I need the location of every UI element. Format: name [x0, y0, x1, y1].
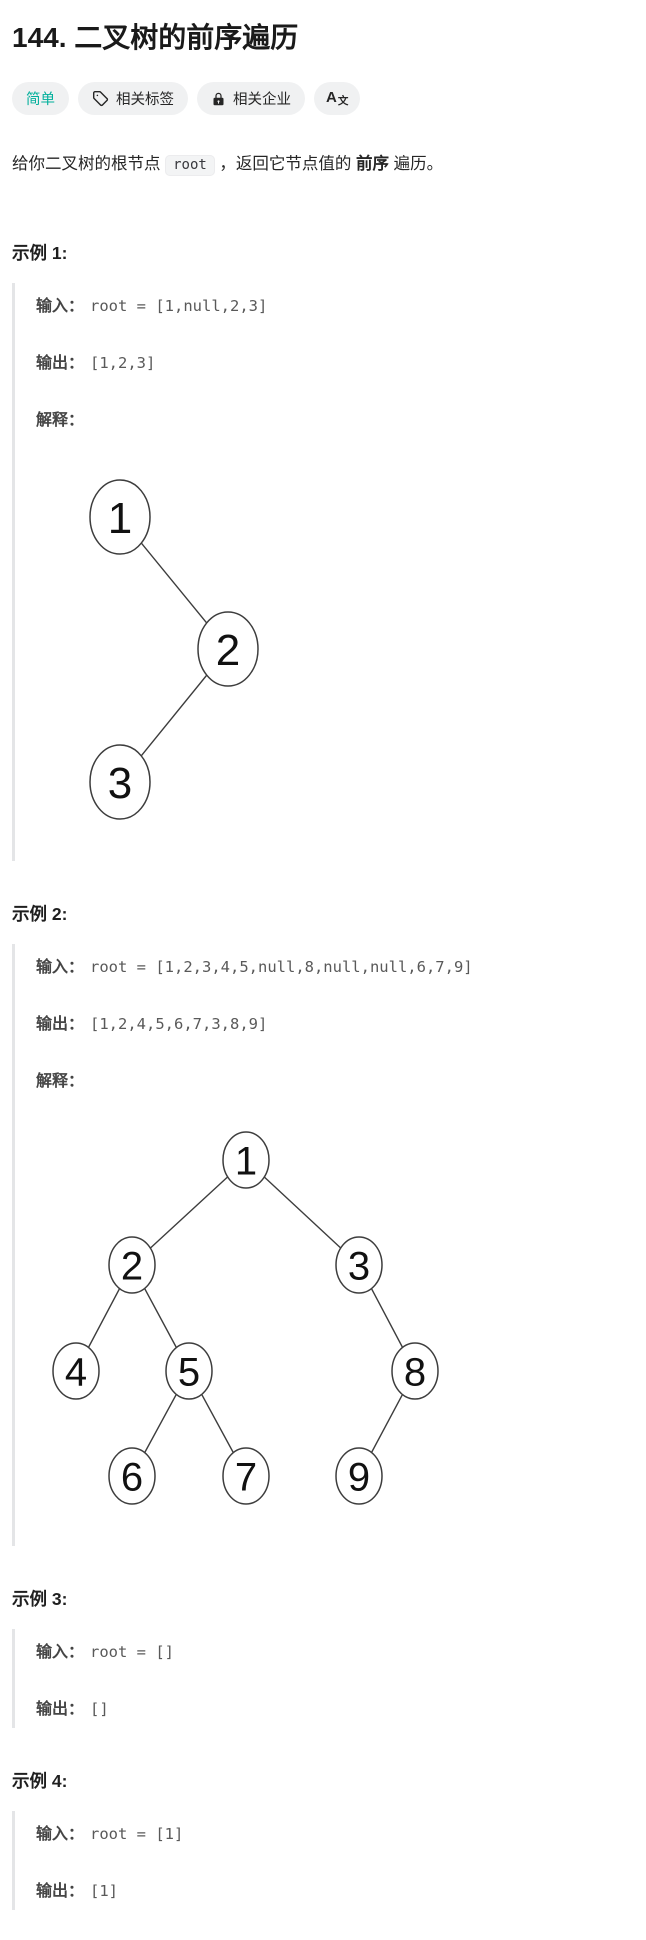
related-tags-label: 相关标签	[116, 92, 174, 109]
tree-node-circle	[335, 1236, 383, 1295]
io-label: 输入：	[36, 1644, 85, 1662]
io-line: 解释：	[36, 410, 634, 431]
io-line: 输出： [1,2,3]	[36, 353, 634, 374]
tree-node-circle	[197, 611, 259, 688]
io-label: 输出：	[36, 1016, 85, 1034]
related-companies-label: 相关企业	[233, 92, 291, 109]
tree-node-circle	[165, 1342, 213, 1401]
tree-node-value: 3	[108, 759, 132, 808]
related-tags-badge[interactable]: 相关标签	[78, 82, 188, 116]
binary-tree-diagram: 1 2 3 4 5 8 6 7 9	[52, 1131, 439, 1506]
tree-node-value: 8	[404, 1351, 426, 1395]
tree-node-circle	[222, 1447, 270, 1506]
io-value: root = [1,2,3,4,5,null,8,null,null,6,7,9…	[90, 958, 473, 977]
related-companies-badge[interactable]: 相关企业	[197, 82, 305, 116]
inline-code-root: root	[165, 155, 215, 177]
tree-node-circle	[391, 1342, 439, 1401]
tree-node-circle	[52, 1342, 100, 1401]
tree-node-value: 1	[108, 494, 132, 543]
description-bold-term: 前序	[355, 155, 389, 174]
tree-node-value: 9	[348, 1456, 370, 1500]
problem-title: 144. 二叉树的前序遍历	[12, 22, 299, 53]
io-label: 输出：	[36, 355, 85, 373]
description-text: 给你二叉树的根节点	[12, 155, 166, 174]
io-value: []	[90, 1700, 109, 1719]
tree-node-circle	[108, 1447, 156, 1506]
io-line: 输入： root = []	[36, 1642, 634, 1663]
tree-node-value: 7	[235, 1456, 257, 1500]
io-label: 输入：	[36, 1826, 85, 1844]
tree-node-value: 2	[216, 626, 240, 675]
description-text: 遍历。	[388, 155, 444, 174]
example-1-title: 示例 1:	[12, 243, 68, 264]
io-line: 输出： []	[36, 1699, 634, 1720]
tree-node-circle	[335, 1447, 383, 1506]
difficulty-badge[interactable]: 简单	[12, 82, 69, 116]
example-3-title: 示例 3:	[12, 1589, 68, 1610]
io-value: root = []	[90, 1643, 175, 1662]
problem-description: 给你二叉树的根节点 root ，返回它节点值的 前序 遍历。	[12, 151, 634, 178]
example-4-block: 输入： root = [1] 输出： [1]	[12, 1811, 634, 1911]
tree-node-value: 4	[65, 1351, 87, 1395]
tree-node-circle	[89, 744, 151, 821]
example-4-title: 示例 4:	[12, 1771, 68, 1792]
example-1-block: 输入： root = [1,null,2,3] 输出： [1,2,3] 解释： 1 2 3	[12, 283, 634, 862]
io-line: 解释：	[36, 1071, 634, 1092]
io-value: [1,2,4,5,6,7,3,8,9]	[90, 1015, 268, 1034]
examples-section: 示例 1: 输入： root = [1,null,2,3] 输出： [1,2,3] 解释：…	[12, 240, 634, 1911]
tree-node-circle	[108, 1236, 156, 1295]
tree-node-value: 1	[235, 1140, 257, 1184]
io-label: 解释：	[36, 1073, 85, 1091]
example-2-block: 输入： root = [1,2,3,4,5,null,8,null,null,6,…	[12, 944, 634, 1547]
io-line: 输出： [1]	[36, 1881, 634, 1902]
io-value: [1]	[90, 1882, 119, 1901]
tree-edge	[131, 1159, 247, 1266]
example-2-title: 示例 2:	[12, 904, 68, 925]
io-label: 输出：	[36, 1883, 85, 1901]
tree-node-value: 3	[348, 1245, 370, 1289]
lock-icon	[211, 91, 226, 107]
difficulty-label: 简单	[26, 92, 55, 109]
tree-node-value: 5	[178, 1351, 200, 1395]
description-text: ，返回它节点值的	[214, 155, 356, 174]
io-line: 输出： [1,2,4,5,6,7,3,8,9]	[36, 1014, 634, 1035]
tree-node-circle	[89, 479, 151, 556]
io-label: 输入：	[36, 298, 85, 316]
io-value: [1,2,3]	[90, 354, 156, 373]
tree-node-circle	[222, 1131, 270, 1190]
io-label: 输出：	[36, 1701, 85, 1719]
io-line: 输入： root = [1,2,3,4,5,null,8,null,null,6,…	[36, 957, 634, 978]
tag-icon	[92, 90, 109, 107]
binary-tree-diagram: 1 2 3	[89, 479, 259, 821]
io-label: 解释：	[36, 412, 85, 430]
io-value: root = [1]	[90, 1825, 184, 1844]
example-3-block: 输入： root = [] 输出： []	[12, 1629, 634, 1729]
io-value: root = [1,null,2,3]	[90, 297, 268, 316]
io-label: 输入：	[36, 959, 85, 977]
io-line: 输入： root = [1]	[36, 1824, 634, 1845]
io-line: 输入： root = [1,null,2,3]	[36, 296, 634, 317]
tree-node-value: 2	[121, 1245, 143, 1289]
tree-node-value: 6	[121, 1456, 143, 1500]
